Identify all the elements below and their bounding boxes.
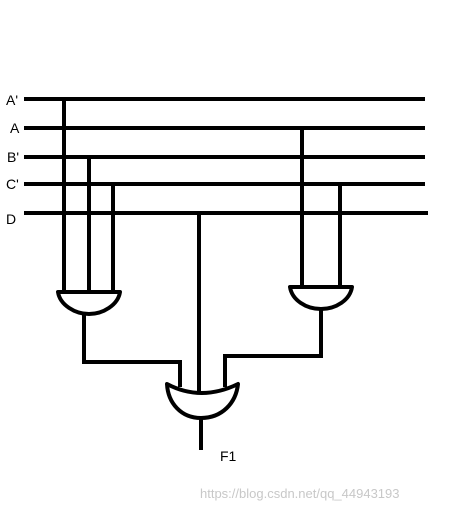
wire-right-gate-to-or-gate (223, 309, 323, 387)
label-d: D (6, 211, 16, 227)
wire-left-gate-to-or-gate (82, 314, 182, 387)
watermark-text: https://blog.csdn.net/qq_44943193 (200, 486, 400, 501)
label-b-prime: B' (7, 149, 19, 165)
label-c-prime: C' (6, 176, 19, 192)
label-a-prime: A' (6, 92, 18, 108)
label-a: A (10, 120, 20, 136)
left-and-gate (56, 290, 122, 316)
or-gate (165, 382, 240, 420)
output-label-f1: F1 (220, 448, 237, 464)
right-and-gate (288, 285, 354, 311)
